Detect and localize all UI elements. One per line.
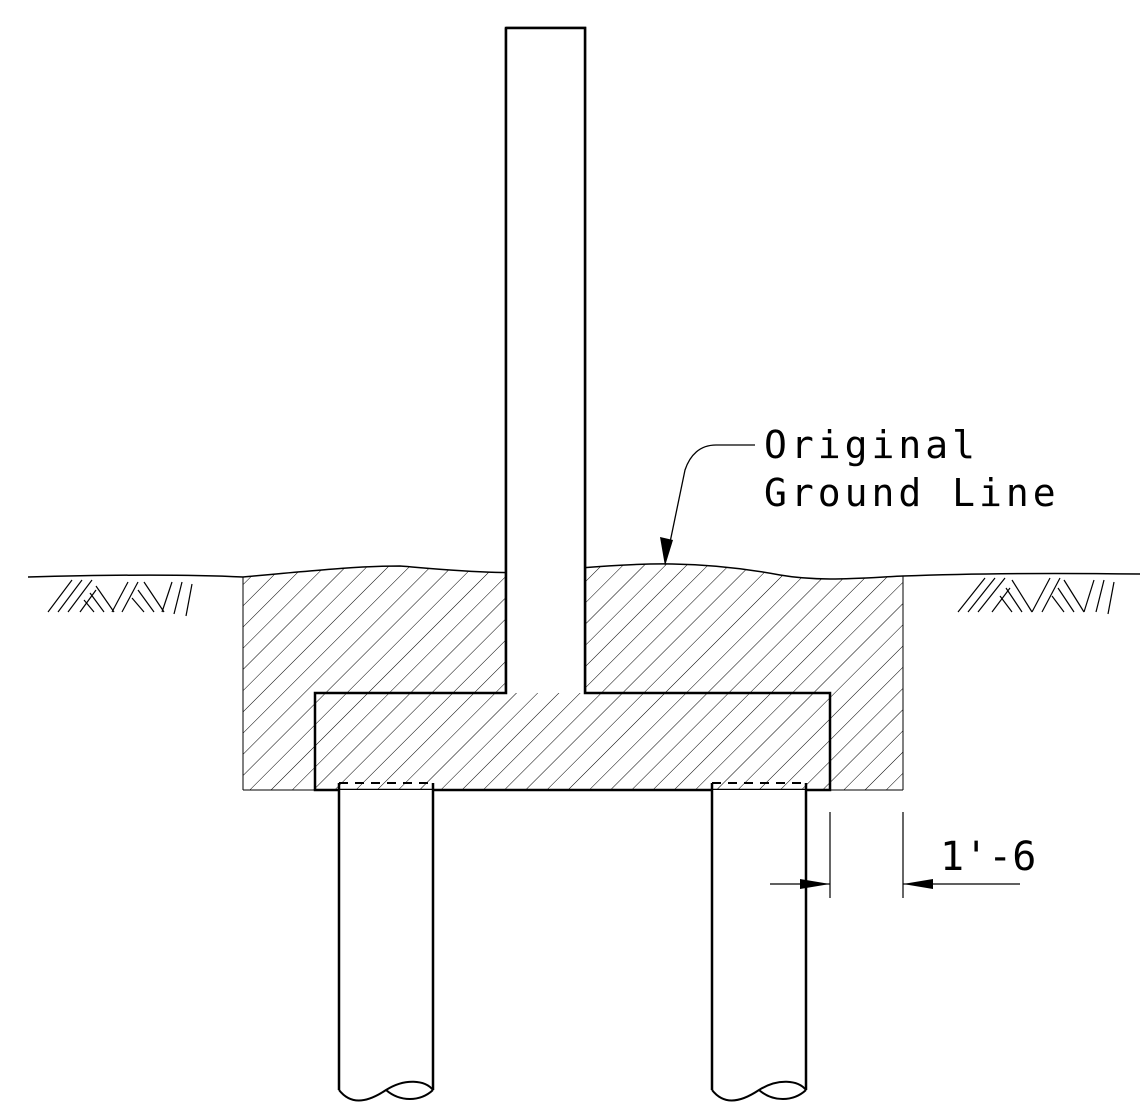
ground-line-label-line1: Original [764,423,979,467]
ground-line-label-line2: Ground Line [764,471,1060,515]
ground-line-leader [660,444,755,566]
pile-right [710,782,808,1102]
dimension-arrow-right [903,879,933,889]
pile-left-break-symbol [338,1080,434,1102]
pile-right-break-symbol [711,1080,807,1102]
column-stem [507,29,584,693]
earth-symbol-left [47,579,193,617]
pile-left [337,782,435,1102]
leader-arrow [660,537,673,566]
dimension-label: 1'-6 [940,834,1036,880]
dimension-1ft6 [770,812,1020,898]
dimension-arrow-left [800,879,830,889]
earth-symbol-right [957,577,1115,615]
